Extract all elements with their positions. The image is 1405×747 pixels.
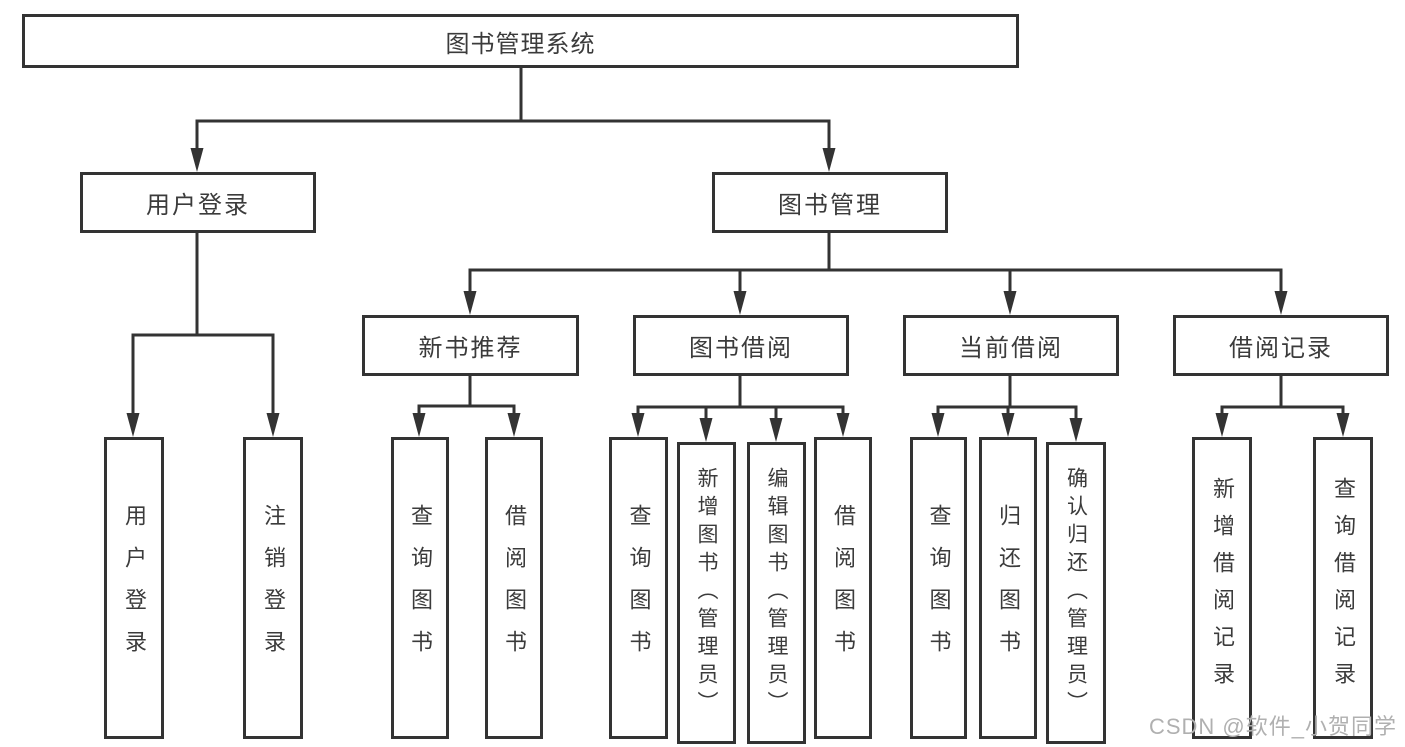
level2-node-user-login: 用户登录 bbox=[80, 172, 316, 233]
leaf-node-confirm-return-admin-label: 确认归还（管理员） bbox=[1064, 467, 1088, 719]
level3-node-borrowing-records-label: 借阅记录 bbox=[1229, 335, 1333, 362]
leaf-node-user-login-label: 用户登录 bbox=[122, 504, 147, 672]
leaf-node-add-borrow-record-label: 新增借阅记录 bbox=[1210, 477, 1235, 699]
leaf-node-query-books-current: 查询图书 bbox=[910, 437, 967, 739]
leaf-node-query-books-borrowing: 查询图书 bbox=[609, 437, 668, 739]
leaf-node-logout: 注销登录 bbox=[243, 437, 303, 739]
root-node-label: 图书管理系统 bbox=[445, 30, 596, 58]
leaf-node-return-books: 归还图书 bbox=[979, 437, 1037, 739]
leaf-node-query-books-borrowing-label: 查询图书 bbox=[626, 504, 652, 672]
level2-node-book-management: 图书管理 bbox=[712, 172, 948, 233]
leaf-node-user-login: 用户登录 bbox=[104, 437, 164, 739]
leaf-node-add-borrow-record: 新增借阅记录 bbox=[1192, 437, 1252, 739]
level3-node-book-borrowing: 图书借阅 bbox=[633, 315, 849, 376]
arrowheads bbox=[126, 148, 1350, 442]
leaf-node-edit-books-admin: 编辑图书（管理员） bbox=[747, 442, 806, 744]
leaf-node-confirm-return-admin: 确认归还（管理员） bbox=[1046, 442, 1106, 744]
level2-node-book-management-label: 图书管理 bbox=[778, 192, 882, 219]
leaf-node-borrow-books-borrowing: 借阅图书 bbox=[814, 437, 872, 739]
level3-node-new-book-recommend-label: 新书推荐 bbox=[418, 335, 523, 362]
leaf-node-query-borrow-record-label: 查询借阅记录 bbox=[1331, 477, 1356, 699]
leaf-node-query-borrow-record: 查询借阅记录 bbox=[1313, 437, 1373, 739]
leaf-node-edit-books-admin-label: 编辑图书（管理员） bbox=[765, 467, 788, 719]
leaf-node-add-books-admin-label: 新增图书（管理员） bbox=[695, 467, 718, 719]
root-node: 图书管理系统 bbox=[22, 14, 1019, 68]
level3-node-current-borrowing: 当前借阅 bbox=[903, 315, 1119, 376]
level2-node-user-login-label: 用户登录 bbox=[146, 192, 250, 219]
leaf-node-borrow-books-recommend: 借阅图书 bbox=[485, 437, 543, 739]
leaf-node-borrow-books-borrowing-label: 借阅图书 bbox=[831, 504, 856, 672]
level3-node-current-borrowing-label: 当前借阅 bbox=[959, 335, 1063, 362]
leaf-node-logout-label: 注销登录 bbox=[261, 504, 286, 672]
watermark: CSDN @软件_小贺同学 bbox=[1148, 714, 1397, 739]
leaf-node-query-books-recommend-label: 查询图书 bbox=[408, 504, 433, 672]
level3-node-book-borrowing-label: 图书借阅 bbox=[689, 335, 793, 362]
leaf-node-borrow-books-recommend-label: 借阅图书 bbox=[502, 504, 527, 672]
leaf-node-add-books-admin: 新增图书（管理员） bbox=[677, 442, 736, 744]
leaf-node-query-books-current-label: 查询图书 bbox=[926, 504, 952, 672]
level3-node-new-book-recommend: 新书推荐 bbox=[362, 315, 579, 376]
level3-node-borrowing-records: 借阅记录 bbox=[1173, 315, 1389, 376]
leaf-node-query-books-recommend: 查询图书 bbox=[391, 437, 449, 739]
leaf-node-return-books-label: 归还图书 bbox=[996, 504, 1021, 672]
